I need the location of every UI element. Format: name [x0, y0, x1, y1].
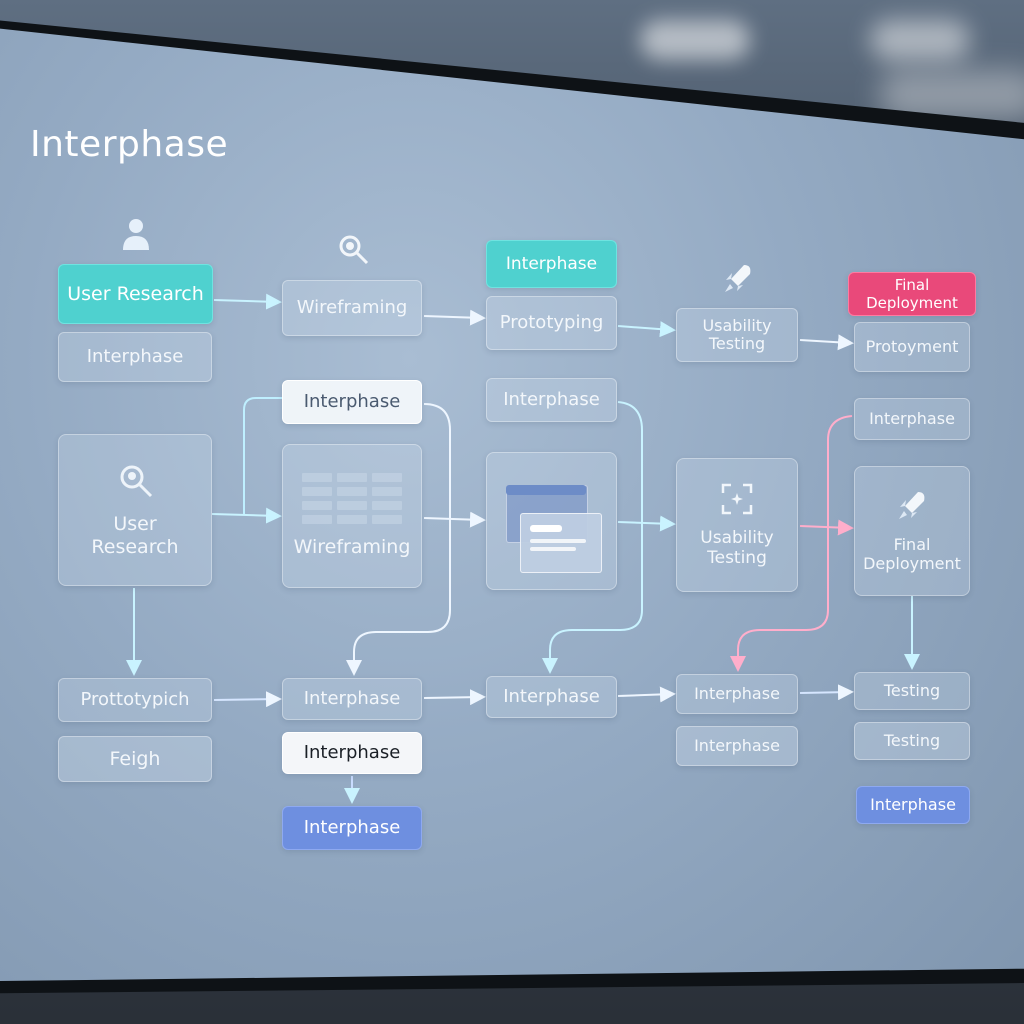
- prottotypich-node[interactable]: Prottotypich: [58, 678, 212, 722]
- arrow-research-big-to-wireframing-big: [211, 507, 282, 524]
- user-icon: [123, 219, 149, 250]
- arrow-windows-to-usability: [617, 515, 676, 532]
- feigh-node[interactable]: Feigh: [58, 736, 212, 782]
- final-deployment-card[interactable]: Final Deployment: [854, 466, 970, 596]
- loop-interphase-col5-down: [730, 415, 853, 672]
- interphase-node[interactable]: Interphase: [282, 678, 422, 720]
- interphase-blue-node[interactable]: Interphase: [282, 806, 422, 850]
- arrow-prottotypich-to-interphase: [213, 691, 282, 708]
- interphase-node[interactable]: Interphase: [58, 332, 212, 382]
- loop-interphase-white-down: [346, 403, 451, 676]
- arrow-research-to-wireframing: [213, 293, 282, 310]
- testing-node[interactable]: Testing: [854, 722, 970, 760]
- interphase-node[interactable]: Interphase: [486, 676, 617, 718]
- arrow-row3-col4-to-testing: [799, 684, 854, 701]
- arrow-usability-to-final: [799, 519, 854, 536]
- arrow-row3-col2-to-col3: [423, 689, 486, 706]
- wireframing-node[interactable]: Wireframing: [282, 280, 422, 336]
- interphase-teal-node[interactable]: Interphase: [486, 240, 617, 288]
- card-label: Usability Testing: [700, 527, 774, 568]
- testing-node[interactable]: Testing: [854, 672, 970, 710]
- arrow-wireframing-to-prototyping: [423, 309, 486, 326]
- usability-testing-card[interactable]: Usability Testing: [676, 458, 798, 592]
- magnifier-icon: [339, 235, 369, 265]
- ceiling-light: [870, 20, 970, 60]
- wireframing-card[interactable]: Wireframing: [282, 444, 422, 588]
- card-label: Final Deployment: [863, 534, 961, 573]
- card-label: Wireframing: [293, 536, 411, 559]
- windows-icon: [502, 473, 602, 573]
- interphase-node[interactable]: Interphase: [486, 378, 617, 422]
- interphase-blue-node[interactable]: Interphase: [856, 786, 970, 824]
- arrow-row3-col3-to-col4: [617, 686, 676, 703]
- arrow-wireframing-big-to-windows: [423, 511, 486, 528]
- grid-icon: [302, 473, 402, 525]
- interphase-node[interactable]: Interphase: [676, 726, 798, 766]
- arrow-branch-up-to-interphase-white: [243, 397, 282, 514]
- magnifier-icon: [120, 465, 153, 498]
- rocket-icon: [899, 491, 925, 519]
- usability-testing-node[interactable]: Usability Testing: [676, 308, 798, 362]
- interphase-white-node[interactable]: Interphase: [282, 380, 422, 424]
- interphase-node[interactable]: Interphase: [854, 398, 970, 440]
- final-deployment-node[interactable]: Final Deployment: [848, 272, 976, 316]
- card-label: User Research: [91, 513, 179, 558]
- rocket-icon: [725, 265, 751, 292]
- protoyment-node[interactable]: Protoyment: [854, 322, 970, 372]
- arrow-prototyping-to-usability: [617, 321, 676, 338]
- arrow-usability-to-protoyment: [799, 334, 854, 351]
- scan-icon: [721, 483, 753, 514]
- prototype-windows-card[interactable]: [486, 452, 617, 590]
- prototyping-node[interactable]: Prototyping: [486, 296, 617, 350]
- loop-interphase-col3-down: [542, 401, 643, 674]
- user-research-card[interactable]: User Research: [58, 434, 212, 586]
- user-research-node[interactable]: User Research: [58, 264, 213, 324]
- page-title: Interphase: [30, 124, 229, 165]
- interphase-node[interactable]: Interphase: [676, 674, 798, 714]
- ceiling-light: [640, 20, 750, 60]
- interphase-white-bold-node[interactable]: Interphase: [282, 732, 422, 774]
